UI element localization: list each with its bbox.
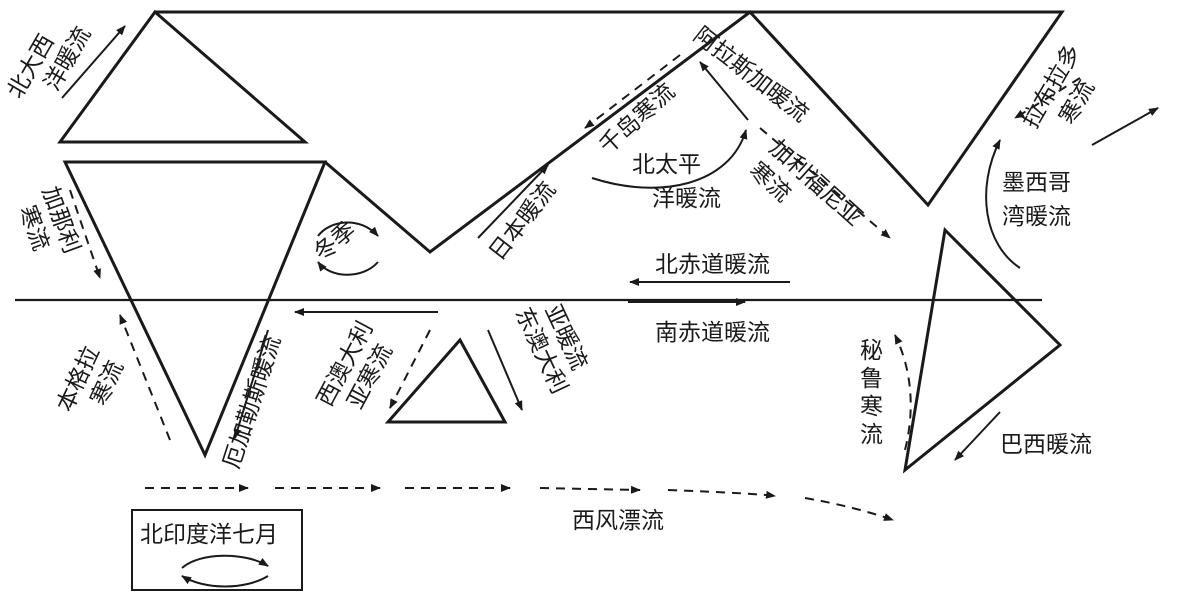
july-arrow-top bbox=[181, 554, 269, 569]
north-pacific-label-1: 北太平 bbox=[632, 152, 701, 178]
gulf-stream-exit-arrow bbox=[1091, 107, 1159, 146]
brazil-arrow bbox=[954, 411, 1001, 461]
california-arrow bbox=[759, 127, 891, 239]
south-equatorial-label: 南赤道暖流 bbox=[655, 320, 770, 346]
current-labels: 北大西 洋暖流 加那利 寒流 冬季 本格拉 寒流 厄加勒斯暖流 西澳大利 亚寒流… bbox=[3, 22, 1100, 534]
japan-warm-arrow bbox=[477, 164, 549, 239]
north-indian-july-box: 北印度洋七月 bbox=[131, 509, 303, 591]
gulf-stream-label-1: 墨西哥 bbox=[1002, 170, 1071, 196]
north-pacific-label-2: 洋暖流 bbox=[652, 186, 721, 212]
labrador-arrow bbox=[1014, 77, 1081, 119]
west-wind-drift-label: 西风漂流 bbox=[572, 508, 664, 534]
agulhas-arrow bbox=[233, 329, 269, 439]
north-atlantic-arrow bbox=[61, 25, 126, 99]
australia-triangle bbox=[384, 337, 508, 424]
brazil-label: 巴西暖流 bbox=[1000, 432, 1092, 458]
kuril-arrow bbox=[584, 54, 681, 129]
winter-label: 冬季 bbox=[309, 217, 361, 266]
west-wind-drift-arrows bbox=[145, 484, 894, 521]
benguela-arrow bbox=[119, 314, 171, 441]
peru-label-2: 鲁 bbox=[860, 366, 883, 392]
gulf-stream-label-2: 湾暖流 bbox=[1002, 204, 1071, 230]
north-pacific-arrow bbox=[591, 129, 748, 189]
gulf-stream-arrow bbox=[985, 139, 1021, 269]
winter-monsoon-arrow-top bbox=[317, 221, 379, 237]
winter-monsoon-arrow-bottom bbox=[317, 261, 379, 276]
alaska-arrow bbox=[699, 61, 749, 121]
pacific-zigzag bbox=[155, 9, 1065, 254]
peru-label-3: 寒 bbox=[860, 394, 883, 420]
current-arrows bbox=[61, 25, 1159, 521]
africa-triangle bbox=[62, 160, 328, 459]
south-america-triangle bbox=[902, 226, 1063, 474]
peru-label-1: 秘 bbox=[860, 338, 883, 364]
peru-arrow bbox=[894, 334, 912, 451]
alaska-label: 阿拉斯加暖流 bbox=[688, 22, 813, 127]
july-arrow-bottom bbox=[181, 575, 269, 588]
continent-outlines bbox=[57, 9, 1065, 474]
july-box-frame bbox=[131, 509, 303, 591]
agulhas-label: 厄加勒斯暖流 bbox=[219, 333, 286, 472]
north-equatorial-label: 北赤道暖流 bbox=[655, 252, 770, 278]
east-australian-arrow bbox=[487, 329, 523, 411]
peru-label-4: 流 bbox=[860, 422, 883, 448]
north-indian-july-label: 北印度洋七月 bbox=[140, 522, 278, 548]
north-america-europe-triangle bbox=[57, 9, 310, 144]
